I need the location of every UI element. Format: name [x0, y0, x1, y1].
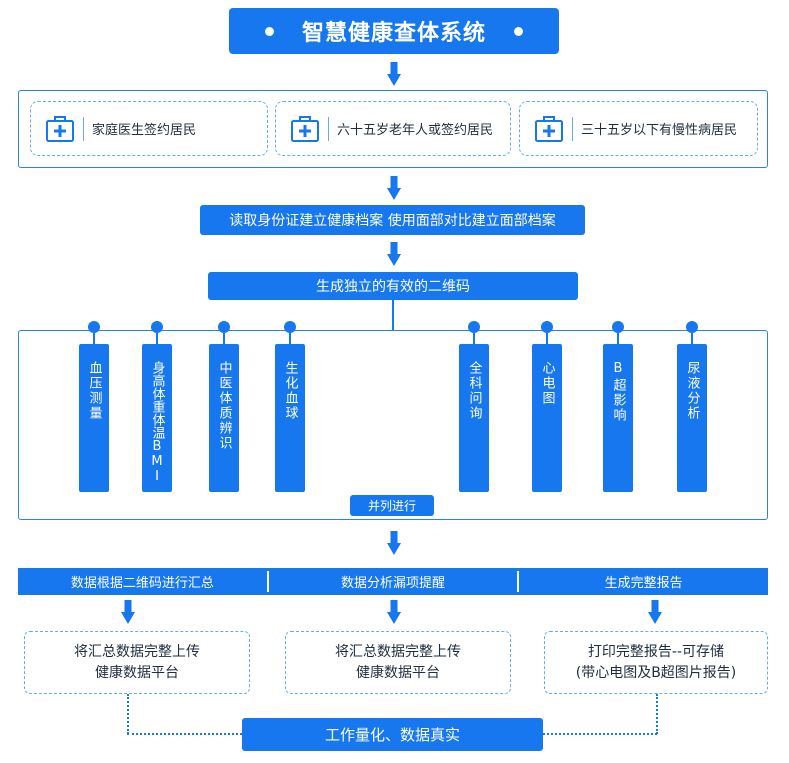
category-missing-reminder: 数据分析漏项提醒: [341, 576, 446, 591]
exam-item-label: 生化血球: [282, 361, 298, 421]
pin-dot: [541, 321, 553, 333]
exam-item-label: B超影响: [610, 361, 626, 423]
pin-line: [289, 333, 291, 345]
exam-item-biochemistry: 生化血球: [275, 344, 305, 492]
system-title: 智慧健康查体系统: [301, 21, 486, 46]
exam-item-label: 尿液分析: [684, 361, 700, 421]
pin-dot: [218, 321, 230, 333]
output-line: 将汇总数据完整上传: [335, 643, 461, 660]
pin-line: [223, 333, 225, 345]
category-divider: [266, 571, 269, 592]
category-divider: [517, 571, 520, 592]
card-divider: [572, 116, 573, 141]
exam-item-label: 全科问询: [466, 361, 482, 421]
system-title-bar: 智慧健康查体系统: [229, 8, 559, 54]
target-card-elderly: 六十五岁老年人或签约居民: [275, 101, 511, 156]
arrow-down-icon: [387, 531, 401, 555]
arrow-down-icon: [387, 62, 401, 86]
arrow-down-icon: [648, 600, 662, 624]
title-right-dot: [514, 26, 523, 36]
pin-dot: [468, 321, 480, 333]
pin-line: [473, 333, 475, 345]
exam-item-tcm-constitution: 中医体质辨识: [209, 344, 239, 492]
exam-item-ultrasound: B超影响: [603, 344, 633, 492]
exam-item-label: 血压测量: [86, 361, 102, 421]
dotted-connector: [656, 694, 658, 734]
connector-line: [392, 300, 394, 330]
category-summary: 数据根据二维码进行汇总: [70, 576, 214, 591]
pin-line: [691, 333, 693, 345]
card-divider: [328, 116, 329, 141]
category-bar: 数据根据二维码进行汇总 数据分析漏项提醒 生成完整报告: [18, 568, 768, 595]
arrow-down-icon: [387, 600, 401, 624]
arrow-down-icon: [121, 600, 135, 624]
category-full-report: 生成完整报告: [604, 576, 683, 591]
exam-item-label: 身高体重体温BMI: [149, 361, 165, 484]
exam-item-height-weight-bmi: 身高体重体温BMI: [142, 344, 172, 492]
dotted-connector: [127, 694, 129, 734]
exam-items-panel: [18, 330, 768, 520]
output-line: (带心电图及B超图片报告): [575, 664, 737, 681]
target-label: 六十五岁老年人或签约居民: [337, 123, 494, 138]
pin-line: [617, 333, 619, 345]
target-label: 三十五岁以下有慢性病居民: [581, 123, 738, 138]
output-line: 打印完整报告--可存储: [587, 643, 725, 660]
pin-dot: [88, 321, 100, 333]
output-line: 健康数据平台: [356, 664, 440, 681]
step-generate-qrcode: 生成独立的有效的二维码: [208, 272, 578, 300]
title-left-dot: [264, 26, 274, 36]
output-line: 健康数据平台: [95, 664, 179, 681]
footer-banner: 工作量化、数据真实: [242, 718, 543, 751]
pin-dot: [612, 321, 624, 333]
pin-line: [93, 333, 95, 345]
exam-item-general-inquiry: 全科问询: [459, 344, 489, 492]
step-read-id: 读取身份证建立健康档案 使用面部对比建立面部档案: [200, 205, 585, 235]
exam-item-label: 中医体质辨识: [216, 361, 232, 451]
target-group-panel: [18, 90, 768, 168]
output-upload-platform-2: 将汇总数据完整上传 健康数据平台: [285, 631, 511, 694]
pin-dot: [151, 321, 163, 333]
output-print-report: 打印完整报告--可存储 (带心电图及B超图片报告): [544, 631, 768, 694]
medical-kit-icon: [535, 115, 563, 142]
arrow-down-icon: [387, 176, 401, 200]
card-divider: [83, 116, 84, 141]
exam-item-blood-pressure: 血压测量: [79, 344, 109, 492]
target-card-chronic: 三十五岁以下有慢性病居民: [519, 101, 758, 156]
target-label: 家庭医生签约居民: [92, 123, 197, 138]
medical-kit-icon: [291, 115, 319, 142]
pin-dot: [284, 321, 296, 333]
output-line: 将汇总数据完整上传: [74, 643, 200, 660]
pin-line: [156, 333, 158, 345]
exam-item-urinalysis: 尿液分析: [677, 344, 707, 492]
output-upload-platform-1: 将汇总数据完整上传 健康数据平台: [24, 631, 250, 694]
target-card-family-doctor: 家庭医生签约居民: [30, 101, 268, 156]
dotted-connector: [543, 733, 657, 735]
dotted-connector: [127, 733, 242, 735]
exam-item-ecg: 心电图: [532, 344, 562, 492]
exam-item-label: 心电图: [539, 361, 555, 406]
pin-dot: [686, 321, 698, 333]
medical-kit-icon: [46, 115, 74, 142]
parallel-label: 并列进行: [350, 495, 434, 516]
arrow-down-icon: [387, 242, 401, 266]
pin-line: [546, 333, 548, 345]
